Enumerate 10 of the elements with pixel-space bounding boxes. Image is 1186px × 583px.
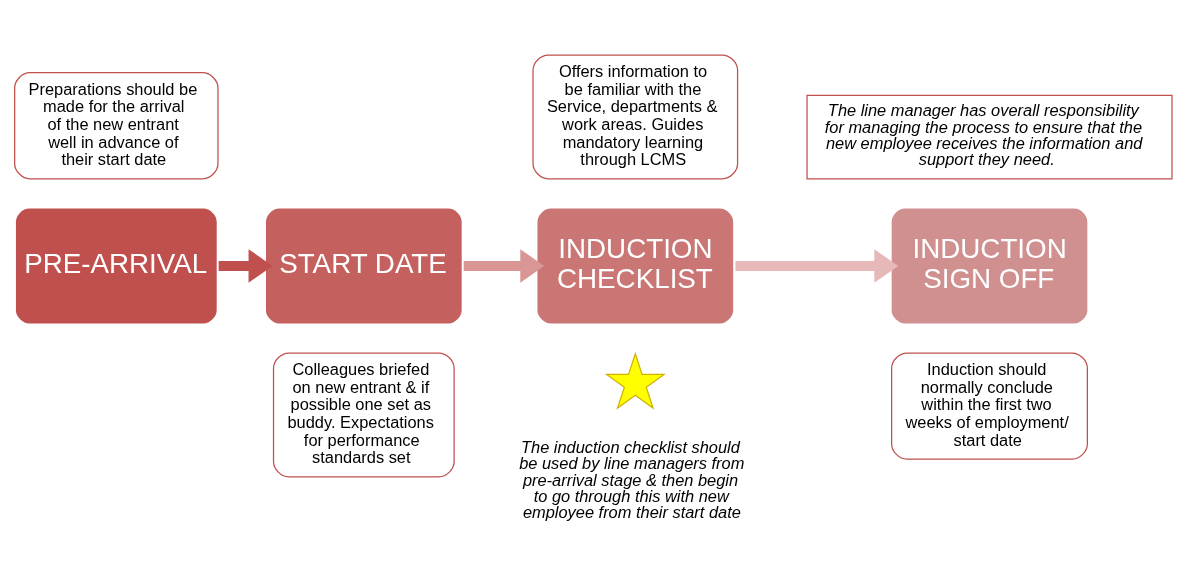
node-box: Offers information to be familiar with the Service, departments & work areas. Guides mandatory learning through LCMS: [532, 54, 739, 180]
node-box: Induction should normally conclude within the first two weeks of employment/ start date: [891, 352, 1088, 460]
node-star: [604, 351, 666, 410]
node-label: The induction checklist should be used by line managers from pre-arrival stage & then begin to go through this with new employee from their start date: [519, 437, 745, 522]
node-box: Preparations should be made for the arrival of the new entrant well in advance of their start date: [14, 72, 219, 180]
arrow: [463, 249, 545, 283]
node-box: The line manager has overall responsibility for managing the process to ensure that the new employee receives the information and support they need.: [806, 94, 1173, 180]
arrow: [735, 249, 899, 283]
arrow: [218, 249, 273, 283]
node-box: Colleagues briefed on new entrant & if possible one set as buddy. Expectations for performance standards set: [272, 352, 455, 478]
